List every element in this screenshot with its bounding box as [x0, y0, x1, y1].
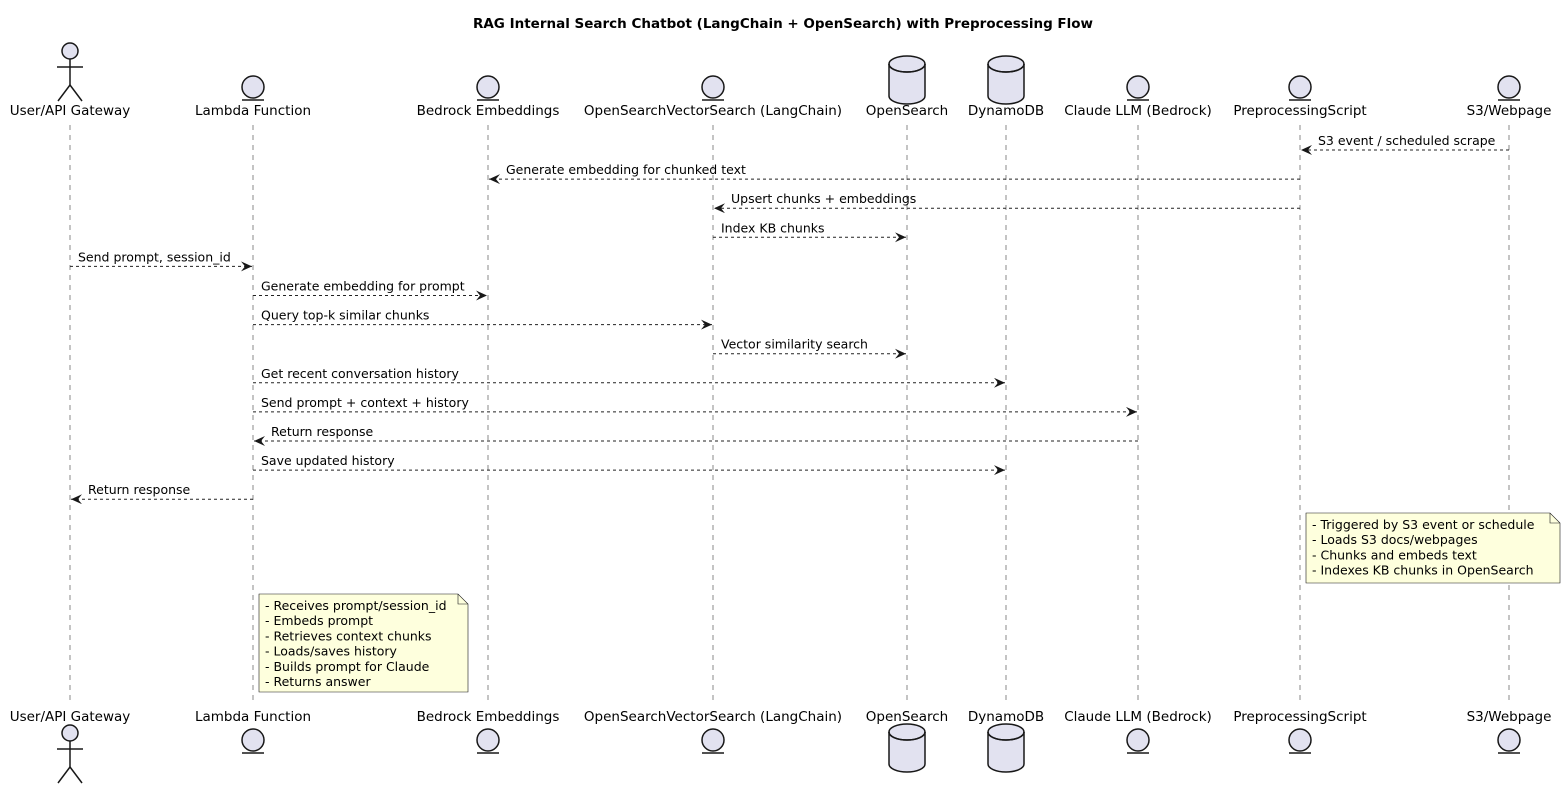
participant-opensearch-bottom: OpenSearch	[866, 709, 948, 773]
participant-label: Claude LLM (Bedrock)	[1064, 103, 1212, 119]
note-line: - Chunks and embeds text	[1312, 547, 1477, 562]
diagram-title: RAG Internal Search Chatbot (LangChain +…	[473, 16, 1093, 32]
participant-s3-top: S3/Webpage	[1467, 75, 1552, 119]
message-label: Return response	[88, 482, 191, 497]
participant-label: OpenSearch	[866, 103, 948, 119]
message-label: Generate embedding for chunked text	[506, 162, 746, 177]
entity-icon	[1288, 75, 1312, 101]
database-icon	[888, 55, 926, 105]
participant-label: PreprocessingScript	[1233, 709, 1366, 725]
message-arrow: S3 event / scheduled scrape	[1301, 133, 1509, 155]
entity-icon	[241, 728, 265, 754]
participant-preproc-top: PreprocessingScript	[1233, 75, 1367, 119]
entity-icon	[701, 728, 725, 754]
participant-label: PreprocessingScript	[1233, 103, 1366, 119]
note-line: - Receives prompt/session_id	[265, 598, 447, 613]
participant-label: User/API Gateway	[10, 103, 131, 119]
participant-preproc-bottom: PreprocessingScript	[1233, 709, 1367, 754]
participant-osvs-bottom: OpenSearchVectorSearch (LangChain)	[584, 709, 842, 754]
message-arrow: Get recent conversation history	[253, 366, 1005, 388]
note-line: - Returns answer	[265, 674, 371, 689]
message-label: Return response	[271, 424, 374, 439]
participant-claude-bottom: Claude LLM (Bedrock)	[1064, 709, 1212, 754]
actor-icon	[57, 724, 83, 784]
message-label: Send prompt + context + history	[261, 395, 469, 410]
message-arrow: Send prompt, session_id	[70, 249, 252, 272]
note-line: - Retrieves context chunks	[265, 628, 432, 643]
participant-label: DynamoDB	[968, 709, 1044, 725]
entity-icon	[1497, 728, 1521, 754]
message-label: Index KB chunks	[721, 220, 825, 235]
note-line: - Loads S3 docs/webpages	[1312, 532, 1478, 547]
message-arrow: Return response	[254, 424, 1138, 446]
database-icon	[888, 723, 926, 773]
message-label: Upsert chunks + embeddings	[731, 191, 916, 206]
participant-user-top: User/API Gateway	[10, 42, 131, 119]
participant-label: User/API Gateway	[10, 709, 131, 725]
entity-icon	[476, 728, 500, 754]
message-label: Save updated history	[261, 453, 395, 468]
message-label: Generate embedding for prompt	[261, 279, 465, 294]
entity-icon	[241, 75, 265, 101]
entity-icon	[1126, 75, 1150, 101]
entity-icon	[701, 75, 725, 101]
message-arrow: Vector similarity search	[713, 337, 906, 359]
participant-bedrock-bottom: Bedrock Embeddings	[417, 709, 560, 754]
participant-label: OpenSearchVectorSearch (LangChain)	[584, 709, 842, 725]
participant-label: Bedrock Embeddings	[417, 709, 560, 725]
entity-icon	[1497, 75, 1521, 101]
message-arrow: Generate embedding for prompt	[253, 279, 487, 301]
message-arrow: Send prompt + context + history	[253, 395, 1137, 417]
note-line: - Triggered by S3 event or schedule	[1312, 517, 1535, 532]
actor-icon	[57, 42, 83, 102]
message-arrow: Index KB chunks	[713, 220, 906, 243]
participant-opensearch-top: OpenSearch	[866, 55, 948, 119]
database-icon	[987, 723, 1025, 773]
message-label: Get recent conversation history	[261, 366, 460, 381]
message-arrow: Upsert chunks + embeddings	[714, 191, 1300, 214]
participant-label: Lambda Function	[195, 709, 311, 725]
message-arrow: Generate embedding for chunked text	[489, 162, 1300, 185]
participant-s3-bottom: S3/Webpage	[1467, 709, 1552, 754]
participant-bedrock-top: Bedrock Embeddings	[417, 75, 560, 119]
participant-label: S3/Webpage	[1467, 709, 1552, 725]
note-line: - Builds prompt for Claude	[265, 659, 430, 674]
participant-label: Lambda Function	[195, 103, 311, 119]
message-arrow: Return response	[71, 482, 253, 505]
participant-dynamodb-top: DynamoDB	[968, 55, 1044, 119]
participant-label: OpenSearchVectorSearch (LangChain)	[584, 103, 842, 119]
note-line: - Embeds prompt	[265, 613, 373, 628]
message-arrow: Query top-k similar chunks	[253, 308, 712, 330]
note-lambda: - Receives prompt/session_id- Embeds pro…	[258, 593, 469, 693]
entity-icon	[1288, 728, 1312, 754]
participant-label: Claude LLM (Bedrock)	[1064, 709, 1212, 725]
entity-icon	[476, 75, 500, 101]
participant-osvs-top: OpenSearchVectorSearch (LangChain)	[584, 75, 842, 119]
participant-label: S3/Webpage	[1467, 103, 1552, 119]
participant-claude-top: Claude LLM (Bedrock)	[1064, 75, 1212, 119]
note-line: - Loads/saves history	[265, 644, 398, 659]
participant-label: OpenSearch	[866, 709, 948, 725]
participant-label: DynamoDB	[968, 103, 1044, 119]
participant-lambda-top: Lambda Function	[195, 75, 311, 119]
participant-lambda-bottom: Lambda Function	[195, 709, 311, 754]
participant-dynamodb-bottom: DynamoDB	[968, 709, 1044, 773]
participant-label: Bedrock Embeddings	[417, 103, 560, 119]
message-arrow: Save updated history	[253, 453, 1005, 476]
note-line: - Indexes KB chunks in OpenSearch	[1312, 563, 1534, 578]
database-icon	[987, 55, 1025, 105]
entity-icon	[1126, 728, 1150, 754]
note-preproc: - Triggered by S3 event or schedule- Loa…	[1305, 512, 1561, 584]
message-label: S3 event / scheduled scrape	[1318, 133, 1496, 148]
message-label: Query top-k similar chunks	[261, 308, 429, 323]
message-label: Vector similarity search	[721, 337, 868, 352]
message-label: Send prompt, session_id	[78, 249, 231, 264]
participant-user-bottom: User/API Gateway	[10, 709, 131, 784]
